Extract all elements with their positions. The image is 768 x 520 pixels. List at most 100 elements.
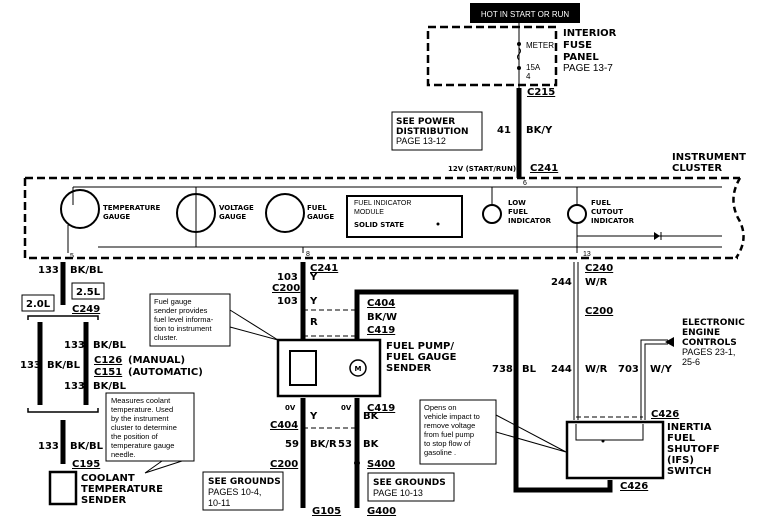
ifs-label-2: FUEL	[667, 433, 696, 444]
variant-2-0l-box	[21, 294, 55, 312]
wire-103-color-b: Y	[309, 296, 318, 307]
fuel-level-sender-icon	[289, 350, 317, 386]
wire-133-num-d: 133	[64, 381, 85, 392]
ifs-label: INERTIA	[667, 422, 712, 433]
fuse-number: 4	[526, 72, 531, 81]
low-fuel-lamp-icon	[482, 204, 502, 224]
variant-2-5l: 2.5L	[76, 287, 101, 298]
eec-title: ELECTRONIC	[682, 318, 745, 328]
variant-2-5l-box	[71, 282, 105, 300]
arrow-icon	[665, 337, 674, 347]
voltage-gauge-label-2: GAUGE	[219, 213, 246, 221]
wire-41-num: 41	[497, 125, 511, 136]
fuel-note-line: Fuel gauge	[154, 297, 192, 306]
power-dist-title-2: DISTRIBUTION	[396, 127, 469, 137]
grounds-b-box	[367, 472, 455, 502]
fuel-note	[149, 293, 231, 347]
connector-c151: C151	[94, 367, 122, 378]
fuse-panel-title: INTERIOR	[563, 28, 617, 39]
fuel-gauge-label: FUEL	[307, 204, 327, 212]
manual-label: (MANUAL)	[128, 355, 185, 366]
coolant-note-text: Measures coolant temperature. Used by th…	[111, 396, 177, 459]
fuse-panel-page-link[interactable]: PAGE 13-7	[563, 63, 613, 74]
connector-c215: C215	[527, 87, 555, 98]
ifs-note-line: from fuel pump	[424, 430, 474, 439]
ground-g400: G400	[367, 506, 396, 517]
fuel-indicator-module	[346, 195, 463, 238]
connector-c404-b: C404	[270, 420, 298, 431]
wire-bkw-color: BK/W	[367, 312, 397, 323]
ifs-note-line: vehicle impact to	[424, 412, 480, 421]
wire-r-color: R	[310, 317, 318, 328]
grounds-a-page-link[interactable]: PAGES 10-4,	[208, 487, 261, 497]
coolant-note-line: by the instrument	[111, 414, 169, 423]
grounds-b-page-link[interactable]: PAGE 10-13	[373, 488, 423, 498]
pin-5: 5	[70, 253, 74, 260]
connector-c195: C195	[72, 459, 100, 470]
cluster-box	[23, 176, 740, 260]
grounds-b-title: SEE GROUNDS	[373, 478, 446, 488]
eec-page-link[interactable]: PAGES 23-1,	[682, 347, 735, 357]
wire-703-color: W/Y	[650, 364, 673, 375]
fuse-panel-title-3: PANEL	[563, 52, 599, 63]
wire-703-num: 703	[618, 364, 639, 375]
fuel-cutout-label: FUEL	[591, 199, 611, 207]
pin-13: 13	[583, 251, 591, 258]
eec-page-link-2[interactable]: 25-6	[682, 357, 700, 367]
ifs-label-3: SHUTOFF	[667, 444, 720, 455]
fuel-pump-label: FUEL PUMP/	[386, 341, 454, 352]
fuel-module-label: FUEL INDICATOR	[354, 200, 411, 207]
fuel-note-line: cluster.	[154, 333, 178, 342]
fuel-module-label-2: MODULE	[354, 209, 384, 216]
fuel-pump-sender	[276, 338, 382, 398]
wire-y-color: Y	[309, 411, 318, 422]
switch-icon	[601, 439, 605, 443]
temperature-gauge-label-2: GAUGE	[103, 213, 130, 221]
splice-s400: S400	[367, 459, 395, 470]
fuse-icon	[517, 47, 521, 61]
connector-c249: C249	[72, 304, 100, 315]
temperature-gauge-label: TEMPERATURE	[103, 204, 161, 212]
ifs-note-line: remove voltage	[424, 421, 475, 430]
automatic-label: (AUTOMATIC)	[128, 367, 203, 378]
grounds-a-title: SEE GROUNDS	[208, 477, 281, 487]
coolant-note-line: needle.	[111, 450, 136, 459]
ifs-label-4: (IFS)	[667, 455, 694, 466]
fuel-note-line: fuel level informa-	[154, 315, 214, 324]
coolant-sender-icon	[48, 470, 78, 506]
wire-244-color: W/R	[585, 277, 608, 288]
wire-133-color-c: BK/BL	[47, 360, 81, 371]
wire-244-num-b: 244	[551, 364, 572, 375]
power-dist-page-link[interactable]: PAGE 13-12	[396, 136, 446, 146]
wire-133-num-e: 133	[38, 441, 59, 452]
wire-53-num: 53	[338, 439, 352, 450]
fuse-rating: 15A	[526, 63, 541, 72]
connector-c426-bottom: C426	[620, 481, 648, 492]
temperature-gauge-icon	[60, 189, 100, 229]
connector-c200-b: C200	[585, 306, 613, 317]
wire-738	[354, 289, 613, 493]
coolant-note	[105, 392, 195, 462]
power-dist-box	[391, 111, 483, 151]
wire-738-num: 738	[492, 364, 513, 375]
wire-59-num: 59	[285, 439, 299, 450]
connector-c200-c: C200	[270, 459, 298, 470]
coolant-note-line: temperature. Used	[111, 405, 173, 414]
wire-41-color: BK/Y	[526, 125, 553, 136]
coolant-sender-label-2: TEMPERATURE	[81, 484, 163, 495]
motor-label: M	[355, 365, 362, 373]
low-fuel-label-2: FUEL	[508, 208, 528, 216]
connector-c126: C126	[94, 355, 122, 366]
variant-2-0l: 2.0L	[26, 299, 51, 310]
coolant-sender-label: COOLANT	[81, 473, 135, 484]
connector-c200-a: C200	[272, 283, 300, 294]
grounds-a-page-link-2[interactable]: 10-11	[208, 498, 230, 508]
connector-c241-top: C241	[530, 163, 558, 174]
wire-103-num-b: 103	[277, 296, 298, 307]
wire-133-color-d: BK/BL	[93, 381, 127, 392]
coolant-note-line: temperature gauge	[111, 441, 174, 450]
connector-c419-b: C419	[367, 403, 395, 414]
coolant-sender-label-3: SENDER	[81, 495, 127, 506]
low-fuel-label: LOW	[508, 199, 526, 207]
